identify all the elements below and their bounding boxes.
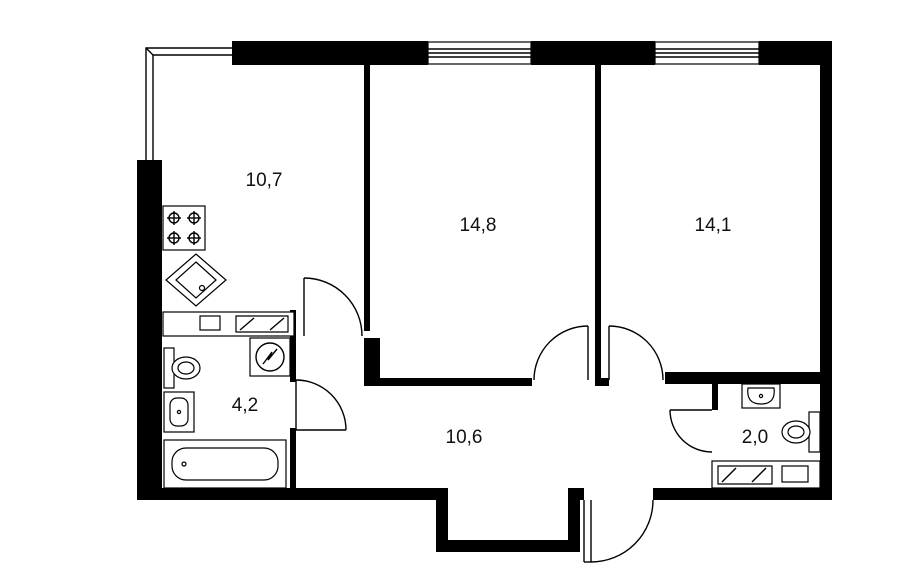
interior-walls [290,65,825,490]
bathroom-area-label: 4,2 [232,395,258,416]
bathtub-icon [163,439,287,489]
door-swing-icon [303,277,363,337]
boiler-icon [249,337,291,377]
balcony-window-icon [145,47,232,160]
washbasin-icon [163,391,195,433]
window-icon [654,41,760,65]
window-icon [427,41,532,65]
toilet-icon [781,411,821,453]
bedroom-middle-area-label: 14,8 [460,215,497,236]
door-swing-icon [533,325,589,381]
exterior-walls [137,41,832,552]
stove-icon [162,205,206,251]
door-swing-icon [669,409,713,453]
counter-icon [711,460,821,489]
washbasin-icon [741,383,781,409]
bedroom-right-area-label: 14,1 [695,215,732,236]
toilet-area-label: 2,0 [742,427,768,448]
door-swing-icon [608,325,664,381]
counter-icon [162,311,295,337]
toilet-icon [163,347,201,389]
kitchen-area-label: 10,7 [246,170,283,191]
hallway-area-label: 10,6 [446,427,483,448]
door-swing-icon [583,499,654,563]
sink-icon [165,253,227,307]
door-swing-icon [295,379,347,431]
